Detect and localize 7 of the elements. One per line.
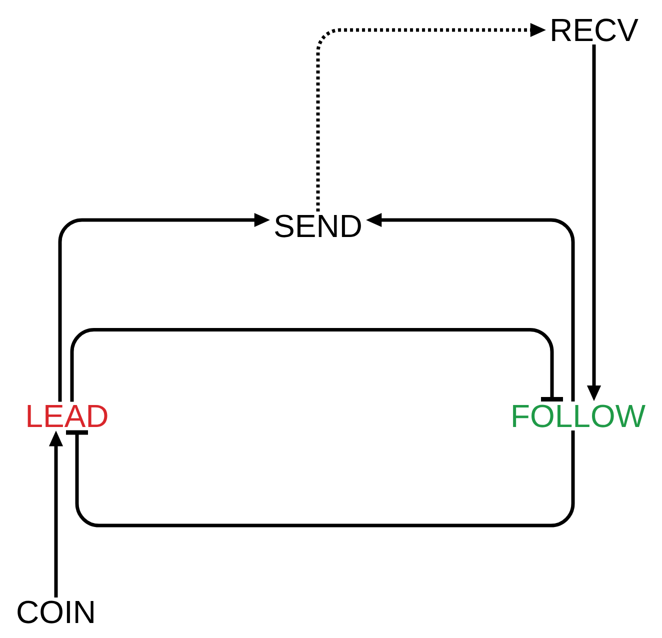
- state-label: SEND: [275, 214, 361, 238]
- state-label: LEAD: [28, 405, 108, 428]
- state-label: FOLLOW: [513, 404, 646, 428]
- arrow: [66, 430, 575, 528]
- state-label: COIN: [18, 600, 94, 624]
- state-label: RECV: [552, 18, 638, 42]
- arrow: [70, 328, 563, 402]
